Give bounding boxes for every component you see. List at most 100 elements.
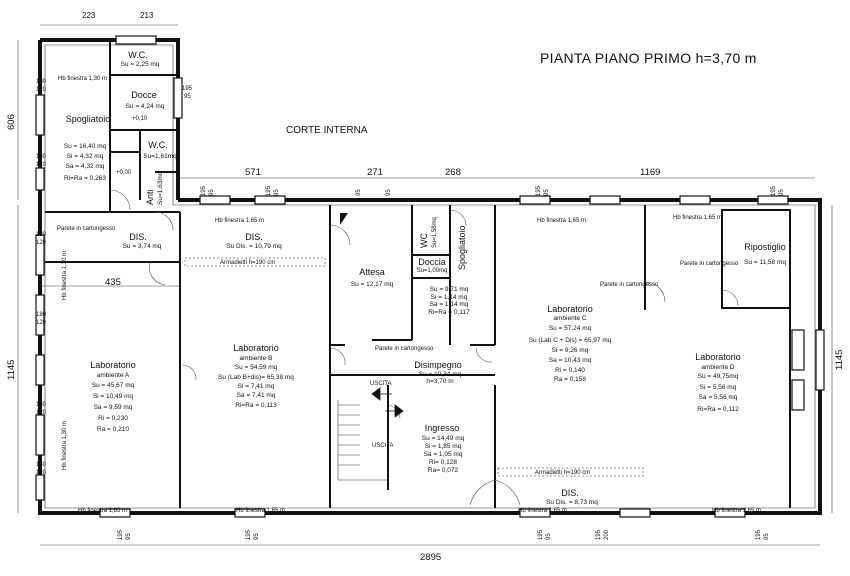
hb-label: Hb finestra 1,30 m [62, 421, 68, 470]
room-name: Laboratorio [90, 360, 136, 370]
uscita-label: USCITA [372, 443, 394, 449]
room-lab-c: Laboratorio ambiente C Su = 57,24 mq Su … [529, 304, 612, 383]
room-name: DIS. [129, 232, 147, 242]
room-name: W.C. [128, 50, 148, 60]
room-dis3: DIS. Su Dis. = 8,73 mq [546, 488, 598, 506]
dim-top-b: 213 [140, 11, 154, 20]
room-area: Ri = 0,140 [555, 367, 585, 374]
dim-w95: 95 [209, 189, 215, 196]
hb-label: Hb finestra 1,65 m [78, 508, 127, 514]
room-wc3: WC Su=1,58mq [419, 217, 438, 248]
room-area: Su (Lab C + Dis) = 65,97 mq [529, 337, 612, 344]
room-dis1: DIS. Su = 3,74 mq [123, 232, 162, 250]
room-sub: ambiente B [240, 355, 273, 362]
room-area: Su = 16,40 mq [64, 143, 107, 150]
room-name: Laboratorio [233, 343, 279, 353]
room-attesa: Attesa Su = 12,17 mq [351, 267, 394, 288]
room-area: Su=1,61mq [143, 153, 177, 160]
room-area: Su = 14,49 mq [422, 435, 465, 442]
hb-label: Hb finestra 1,65 m [537, 218, 586, 224]
room-lab-a: Laboratorio ambiente A Su = 45,67 mq Si … [90, 360, 136, 433]
room-area: Su = 49,75mq [698, 373, 739, 380]
room-spogliatoio2: Spogliatoio Su = 9,71 mq Si = 1,14 mq Sa… [428, 225, 470, 316]
room-ingresso: Ingresso Su = 14,49 mq Si = 1,85 mq Sa =… [422, 423, 465, 474]
room-area: Si = 1,14 mq [431, 294, 468, 301]
room-area: Su=1,63mq [157, 171, 164, 205]
dim-h180: 180 [36, 312, 47, 318]
room-area: Ra= 0,072 [428, 467, 459, 474]
room-sub: ambiente A [97, 372, 130, 379]
room-area: Sa = 5,56 mq [699, 394, 738, 401]
room-area: Sa = 1,14 mq [430, 301, 469, 308]
dim-w200: 200 [604, 529, 610, 540]
dim-w195: 195 [536, 185, 542, 196]
dim-w195: 195 [538, 529, 544, 540]
dim-w195: 195 [596, 529, 602, 540]
room-area: Sa = 9,59 mq [94, 404, 133, 411]
room-area: Si = 5,56 mq [700, 384, 737, 391]
room-name: W.C. [148, 140, 168, 150]
dim-h180: 180 [36, 154, 47, 160]
dim-w95: 95 [254, 533, 260, 540]
room-area: h=3,70 m [426, 378, 453, 385]
room-docce: Docce Su = 4,24 mq [126, 90, 165, 110]
hb-label: Hb finestra 1,65 m [712, 508, 761, 514]
dim-w195: 195 [266, 185, 272, 196]
room-area: Su Dis. = 8,73 mq [546, 499, 598, 506]
room-area: Su = 10,34 mq [419, 371, 462, 378]
hb-label: Hb finestra 1,65 m [236, 508, 285, 514]
room-ripostiglio: Ripostiglio Su = 11,58 mq [744, 242, 786, 266]
plan-title: PIANTA PIANO PRIMO h=3,70 m [540, 50, 757, 66]
room-name: Ingresso [425, 423, 460, 433]
dim-1145-right: 1145 [834, 350, 845, 370]
room-name: Docce [131, 90, 157, 100]
parete-label: Parete in cartongesso [600, 282, 659, 288]
dim-w95: 95 [386, 189, 392, 196]
armadietti-label: Armadietti h=190 cm [220, 260, 275, 266]
room-area: Su = 3,74 mq [123, 243, 162, 250]
parete-label: Parete in cartongesso [680, 261, 739, 267]
room-lab-d: Laboratorio ambiente D Su = 49,75mq Si =… [695, 352, 741, 413]
room-name: Anti [145, 189, 155, 205]
room-area: Ri=Ra = 0,263 [64, 175, 106, 182]
room-wc2: W.C. Su=1,61mq [143, 140, 177, 160]
courtyard-label: CORTE INTERNA [286, 125, 368, 136]
room-name: DIS. [245, 232, 263, 242]
dim-w195: 195 [118, 529, 124, 540]
room-name: Ripostiglio [744, 242, 786, 252]
room-area: Su = 45,67 mq [92, 382, 135, 389]
room-name: Spogliatoio [66, 114, 111, 124]
dim-w95: 95 [126, 533, 132, 540]
dim-w95: 95 [764, 533, 770, 540]
dim-h120: 120 [36, 240, 47, 246]
room-name: Laboratorio [547, 304, 593, 314]
dimension-lines [17, 24, 833, 546]
hb-label: Hb finestra 1,30 m [62, 251, 68, 300]
room-area: Sa = 4,32 mq [66, 163, 105, 170]
dim-w95: 95 [544, 189, 550, 196]
room-area: Si = 4,32 mq [67, 153, 104, 160]
dim-h180: 180 [36, 232, 47, 238]
hb-label: Hb finestra 1,65 m [215, 218, 264, 224]
uscita-label: USCITA [370, 381, 392, 387]
room-spogliatoio: Spogliatoio Su = 16,40 mq Si = 4,32 mq S… [64, 114, 111, 182]
dim-2895: 2895 [420, 552, 441, 563]
room-area: Su=1,00mq [417, 268, 448, 274]
room-area: Si = 1,85 mq [425, 443, 462, 450]
parete-label: Parete in cartongesso [375, 346, 434, 352]
room-area: Su = 12,17 mq [351, 281, 394, 288]
room-area: Ri=Ra = 0,112 [697, 406, 739, 413]
dim-571: 571 [245, 167, 261, 178]
dim-435: 435 [105, 277, 121, 288]
room-dis2: DIS. Su Dis. = 10,79 mq [226, 232, 282, 250]
labels: 223 213 571 271 268 1169 435 2895 606 11… [6, 11, 845, 563]
dim-271: 271 [367, 167, 383, 178]
room-area: Sa = 10,43 mq [549, 357, 592, 364]
room-area: Si = 7,41 mq [238, 383, 275, 390]
hb-label: Hb finestra 1,65 m [673, 215, 722, 221]
room-area: Ri= 0,128 [429, 459, 457, 466]
dim-268: 268 [445, 167, 461, 178]
room-doccia: Doccia Su=1,00mq [417, 257, 448, 274]
room-area: Ra = 0,210 [97, 426, 129, 433]
